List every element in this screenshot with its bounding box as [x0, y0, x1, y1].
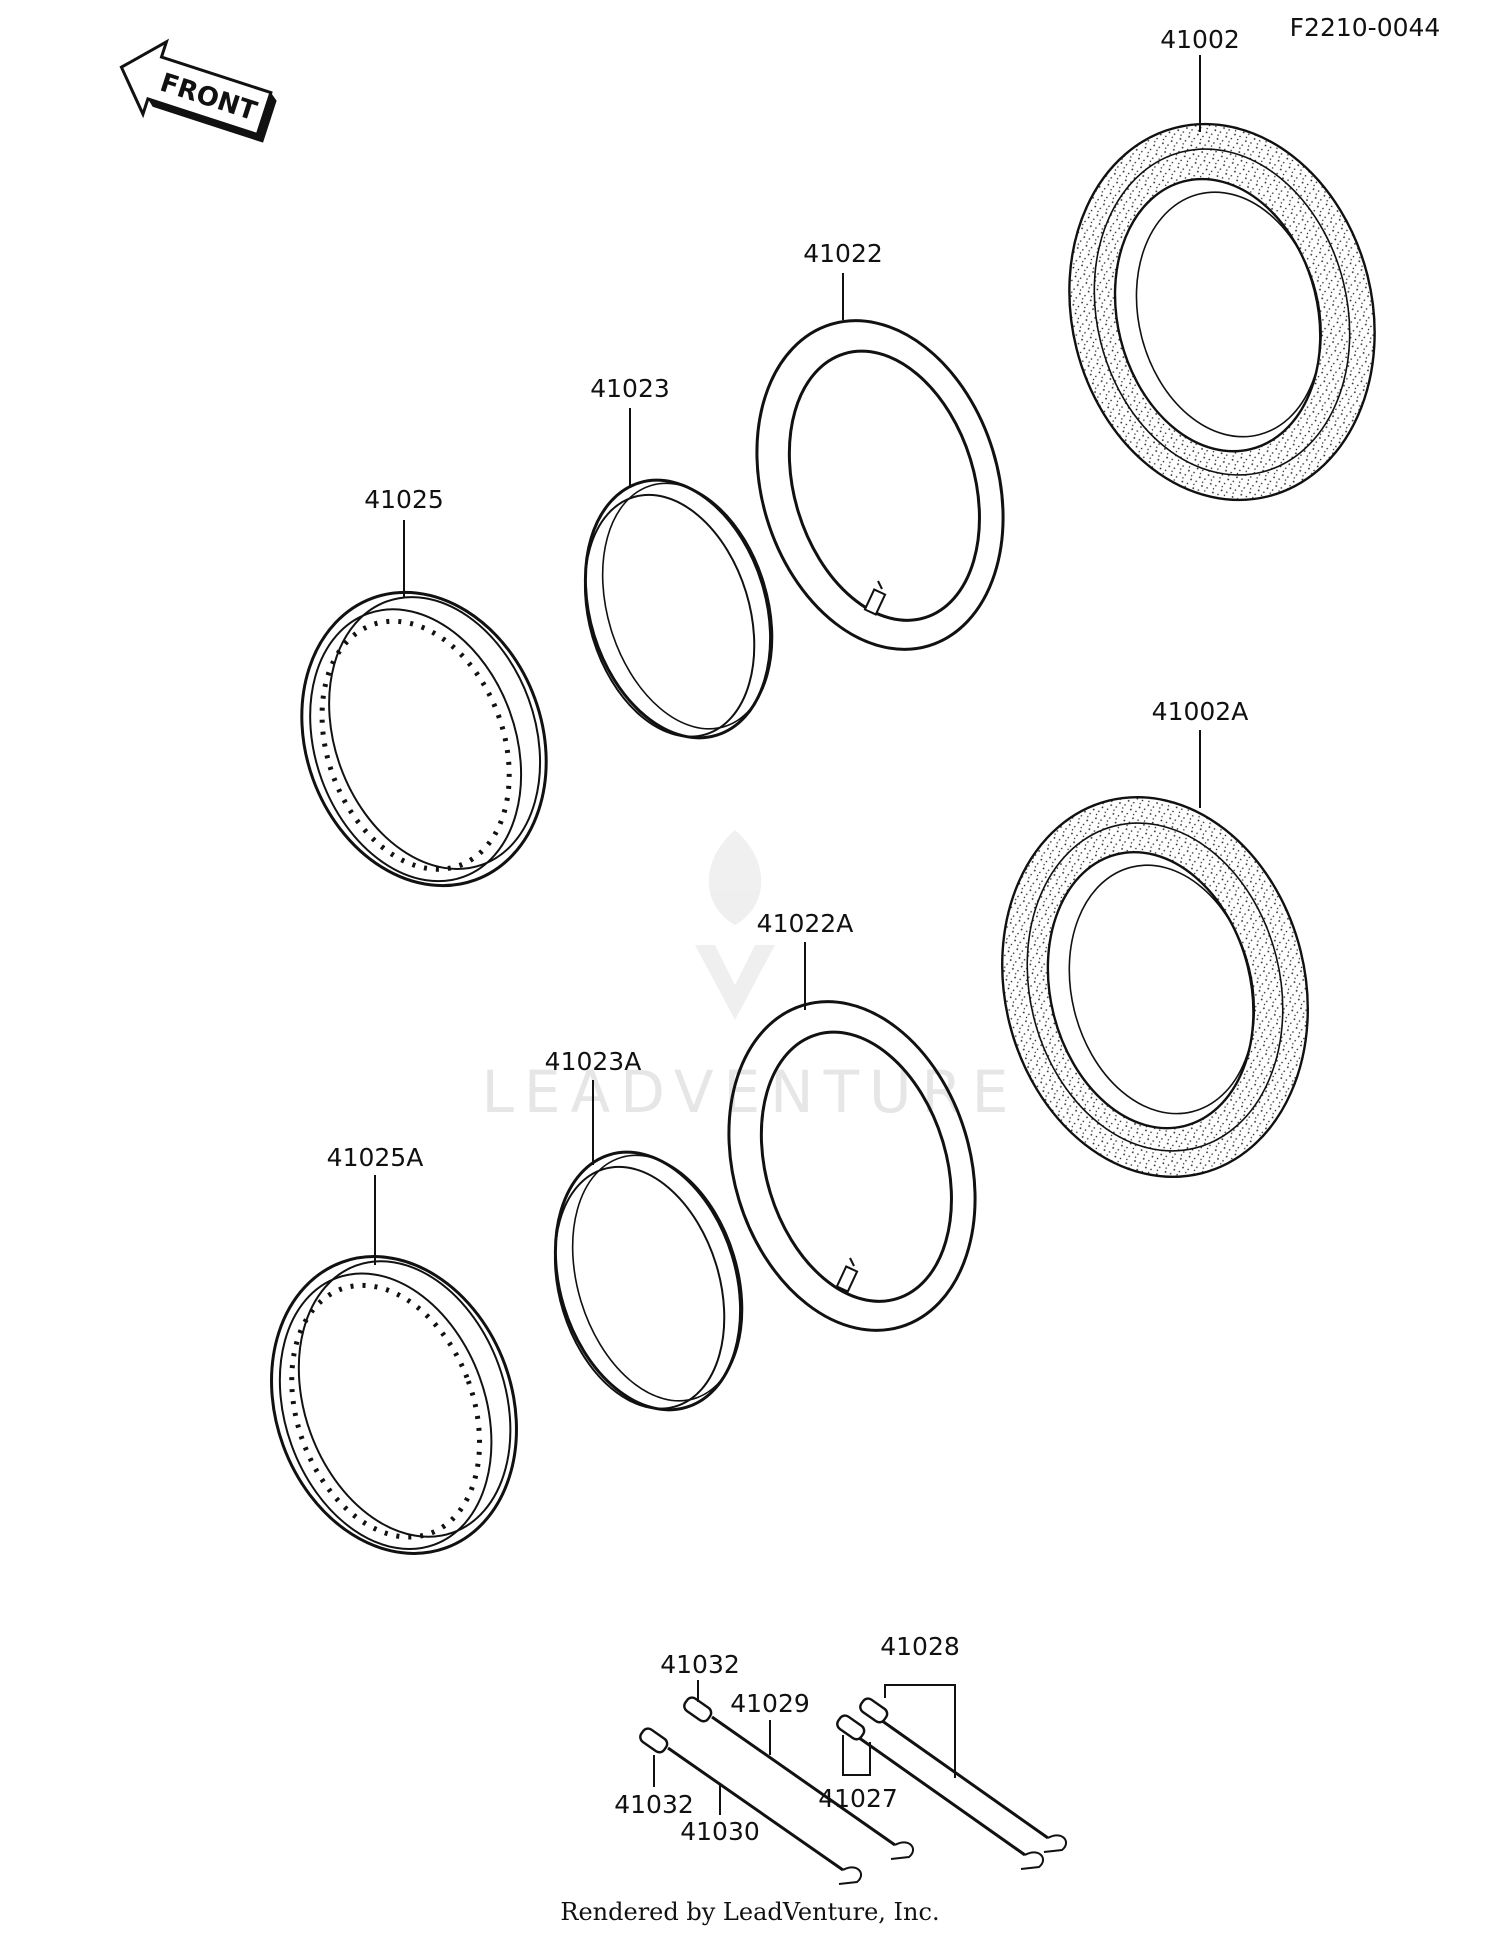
label-41027: 41027 — [818, 1784, 898, 1813]
label-41022a: 41022A — [757, 909, 854, 938]
leader-41027 — [842, 1735, 871, 1776]
tire-rear — [1001, 796, 1309, 1178]
rim-front — [300, 590, 548, 888]
label-41032-upper: 41032 — [660, 1650, 740, 1679]
footer-credit: Rendered by LeadVenture, Inc. — [560, 1898, 939, 1926]
label-41028: 41028 — [880, 1632, 960, 1661]
label-41032-lower: 41032 — [614, 1790, 694, 1819]
label-41022: 41022 — [803, 239, 883, 268]
spoke-41030 — [639, 1727, 862, 1885]
tire-front — [1068, 122, 1376, 502]
rim-band-front — [583, 478, 774, 740]
rim-rear — [270, 1255, 518, 1555]
tube-front — [755, 319, 1005, 651]
tube-rear — [727, 1000, 977, 1332]
label-41023a: 41023A — [545, 1047, 642, 1076]
spoke-set-41028 — [836, 1697, 1067, 1870]
label-41002: 41002 — [1160, 25, 1240, 54]
label-41030: 41030 — [680, 1817, 760, 1846]
front-arrow-icon: FRONT — [119, 38, 277, 143]
valve-stem-front-icon — [863, 580, 887, 616]
label-41025a: 41025A — [327, 1143, 424, 1172]
watermark-logo — [695, 830, 775, 1020]
label-41023: 41023 — [590, 374, 670, 403]
label-41029: 41029 — [730, 1689, 810, 1718]
rim-band-rear — [553, 1150, 744, 1412]
spoke-41029 — [683, 1696, 914, 1860]
valve-stem-rear-icon — [835, 1257, 859, 1293]
label-41002a: 41002A — [1152, 697, 1249, 726]
leader-41028 — [884, 1684, 956, 1778]
diagram-code: F2210-0044 — [1290, 13, 1441, 42]
label-41025: 41025 — [364, 485, 444, 514]
